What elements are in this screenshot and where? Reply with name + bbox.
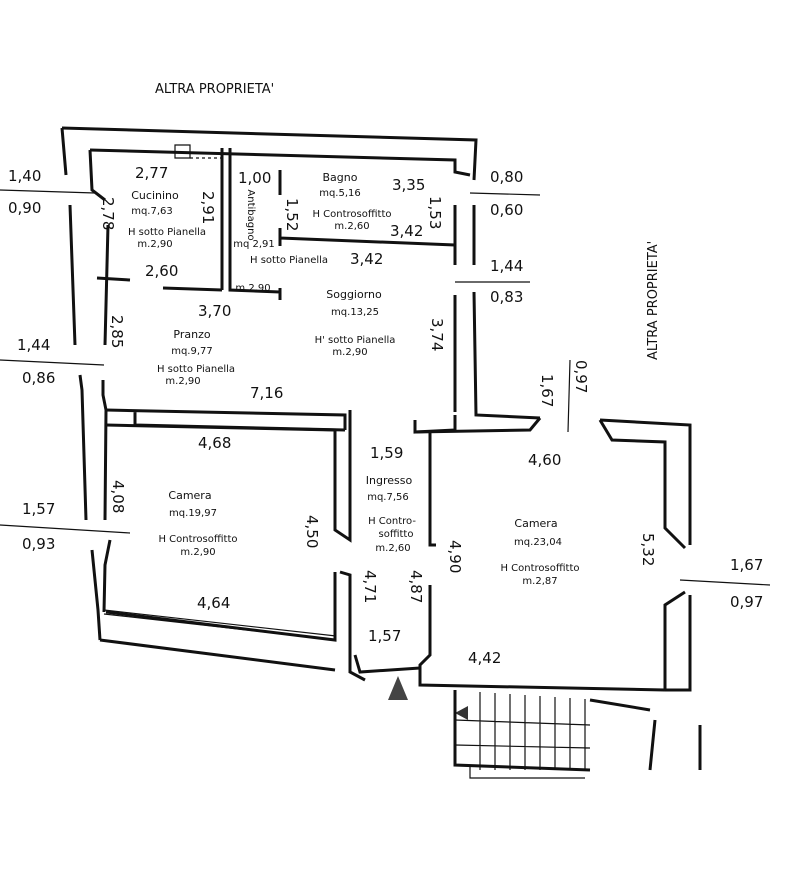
room-height-label: H Controsoffitto [312,209,391,220]
dim: 4,68 [198,434,231,452]
room-name: Bagno [323,171,358,184]
dim: 4,87 [407,570,425,603]
dim: 4,42 [468,649,501,667]
dim: 1,57 [368,627,401,645]
room-bagno: Bagno mq.5,16 H Controsoffitto m.2,60 [312,171,391,232]
room-area: mq.9,77 [171,346,213,357]
room-antibagno: Antibagno mq 2,91 H sotto Pianella m.2,9… [233,189,328,294]
dim: 4,71 [361,570,379,603]
dim: 1,59 [370,444,403,462]
dim: 2,85 [108,315,126,348]
top-neighbor-label: ALTRA PROPRIETA' [155,82,274,97]
room-height-label: H sotto Pianella [250,255,328,266]
room-name: Camera [514,517,557,530]
dim: 0,83 [490,288,523,306]
room-name: Soggiorno [326,288,382,301]
staircase [453,690,702,779]
room-area: mq 2,91 [233,239,275,250]
room-height: m.2,87 [522,576,557,587]
dim: 1,53 [426,196,444,229]
room-name: Cucinino [131,189,179,202]
dim: 0,93 [22,535,55,553]
dim: 3,70 [198,302,231,320]
dim: 4,64 [197,594,230,612]
dim: 1,44 [490,257,523,275]
room-height: m.2,90 [332,347,367,358]
dim: 0,60 [490,201,523,219]
dim: 0,90 [8,199,41,217]
room-soggiorno: Soggiorno mq.13,25 H' sotto Pianella m.2… [315,288,396,358]
dim: 3,42 [350,250,383,268]
dim: 1,52 [283,198,301,231]
dim: 0,97 [730,593,763,611]
room-height-label: H Contro- [368,516,416,527]
room-height-label-2: soffitto [379,529,414,540]
room-height: m.2,90 [235,283,270,294]
right-neighbor-label: ALTRA PROPRIETA' [646,241,661,360]
room-area: mq.5,16 [319,188,361,199]
dim: 1,67 [730,556,763,574]
room-height-label: H sotto Pianella [157,364,235,375]
room-name: Camera [168,489,211,502]
room-name: Antibagno [245,189,256,240]
dim: 3,74 [428,318,446,351]
room-name: Pranzo [173,328,210,341]
dim: 2,91 [199,191,217,224]
dim: 2,78 [99,197,117,230]
room-area: mq.13,25 [331,307,379,318]
room-height-label: H sotto Pianella [128,227,206,238]
dim: 1,57 [22,500,55,518]
room-height: m.2,90 [137,239,172,250]
window-dimension-lines [0,189,771,586]
dim: 3,35 [392,176,425,194]
room-area: mq.7,56 [367,492,409,503]
room-height: m.2,90 [180,547,215,558]
dim: 0,80 [490,168,523,186]
room-camera-left: Camera mq.19,97 H Controsoffitto m.2,90 [158,489,237,558]
room-height: m.2,90 [165,376,200,387]
dim: 4,60 [528,451,561,469]
dim: 0,97 [572,360,590,393]
dim: 0,86 [22,369,55,387]
room-area: mq.7,63 [131,206,173,217]
room-name: Ingresso [366,474,413,487]
dim: 4,08 [109,480,127,513]
room-height-label: H Controsoffitto [500,563,579,574]
dimension-labels: 2,77 2,78 2,91 2,60 1,00 1,52 3,35 1,53 … [8,164,763,667]
dim: 1,40 [8,167,41,185]
entrance-arrow-icon [388,676,408,700]
room-height: m.2,60 [375,543,410,554]
room-cucinino: Cucinino mq.7,63 H sotto Pianella m.2,90 [128,189,206,250]
room-area: mq.19,97 [169,508,217,519]
dim: 5,32 [639,533,657,566]
dim: 1,44 [17,336,50,354]
dim: 3,42 [390,222,423,240]
room-camera-right: Camera mq.23,04 H Controsoffitto m.2,87 [500,517,579,587]
dim: 7,16 [250,384,283,402]
dim: 4,50 [303,515,321,548]
dim: 2,77 [135,164,168,182]
room-height: m.2,60 [334,221,369,232]
stair-arrow-icon [455,706,468,720]
walls [60,126,692,692]
dim: 1,67 [538,374,556,407]
dim: 2,60 [145,262,178,280]
room-area: mq.23,04 [514,537,562,548]
room-height-label: H Controsoffitto [158,534,237,545]
room-ingresso: Ingresso mq.7,56 H Contro- soffitto m.2,… [366,474,417,554]
dim: 4,90 [446,540,464,573]
dim: 1,00 [238,169,271,187]
room-pranzo: Pranzo mq.9,77 H sotto Pianella m.2,90 [157,328,235,387]
room-height-label: H' sotto Pianella [315,335,396,346]
